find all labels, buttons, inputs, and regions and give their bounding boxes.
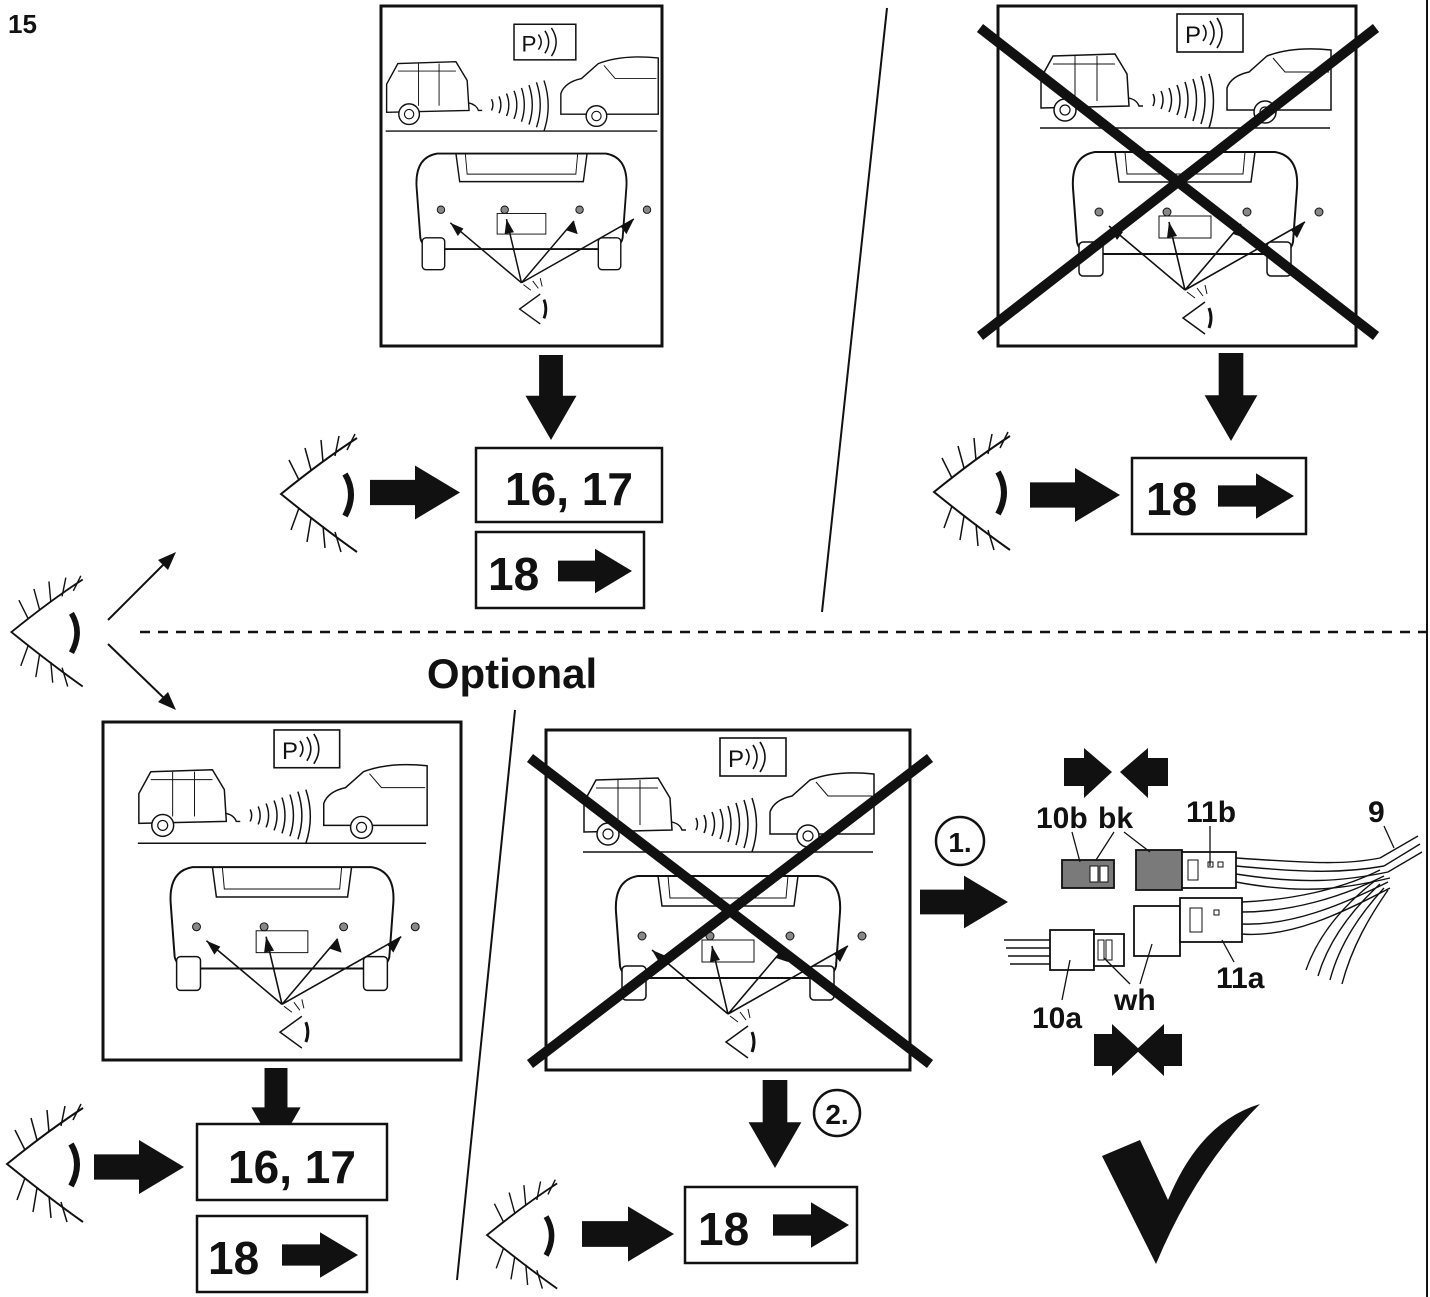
label-10b: 10b bbox=[1036, 802, 1088, 835]
label-harness: 9 bbox=[1368, 796, 1385, 829]
sequence-badge-2: 2. bbox=[814, 1090, 860, 1136]
scene-top-left bbox=[381, 6, 662, 346]
eye-icon bbox=[11, 576, 82, 687]
checkmark-icon bbox=[1102, 1104, 1260, 1264]
divider bbox=[457, 710, 515, 1280]
next-step-box: 18 bbox=[476, 532, 644, 608]
scene-bottom-left bbox=[103, 722, 461, 1060]
label-black: bk bbox=[1098, 802, 1133, 835]
eye-icon bbox=[934, 432, 1010, 550]
next-step-label: 18 bbox=[1146, 473, 1197, 525]
label-11a: 11a bbox=[1216, 962, 1265, 995]
next-step-box: 18 bbox=[197, 1216, 367, 1292]
label-10a: 10a bbox=[1032, 1002, 1082, 1035]
push-together-icon bbox=[1094, 1024, 1182, 1076]
eye-icon bbox=[7, 1104, 83, 1222]
right-arrow-icon bbox=[94, 1140, 184, 1194]
next-step-box: 18 bbox=[685, 1187, 857, 1263]
connector-10b bbox=[1062, 860, 1114, 888]
down-arrow-icon bbox=[749, 1080, 802, 1168]
down-arrow-icon bbox=[1205, 353, 1258, 441]
optional-heading: Optional bbox=[427, 650, 597, 697]
sequence-label: 2. bbox=[825, 1099, 848, 1130]
step-ref-box: 16, 17 bbox=[197, 1124, 387, 1200]
step-number: 15 bbox=[8, 9, 37, 39]
label-white: wh bbox=[1113, 984, 1156, 1017]
next-step-label: 18 bbox=[488, 548, 539, 600]
sequence-label: 1. bbox=[948, 827, 971, 858]
scene-bottom-middle-crossed bbox=[530, 730, 930, 1070]
step-ref-label: 16, 17 bbox=[228, 1141, 356, 1193]
right-arrow-icon bbox=[370, 466, 460, 520]
sequence-badge-1: 1. bbox=[936, 817, 984, 865]
next-step-box: 18 bbox=[1132, 458, 1306, 534]
right-arrow-icon bbox=[920, 876, 1008, 929]
next-step-label: 18 bbox=[208, 1232, 259, 1284]
scene-top-right-crossed bbox=[980, 6, 1376, 346]
next-step-label: 18 bbox=[698, 1203, 749, 1255]
label-11b: 11b bbox=[1186, 796, 1236, 829]
eye-icon bbox=[281, 434, 357, 552]
push-together-icon bbox=[1064, 748, 1168, 798]
step-ref-label: 16, 17 bbox=[505, 463, 633, 515]
eye-icon bbox=[487, 1180, 557, 1289]
step-ref-box: 16, 17 bbox=[476, 448, 662, 522]
divider bbox=[822, 8, 887, 612]
connector-10a bbox=[1050, 930, 1124, 970]
right-arrow-icon bbox=[1030, 468, 1120, 522]
connector-11b bbox=[1136, 850, 1236, 890]
down-arrow-icon bbox=[526, 355, 577, 440]
right-arrow-icon bbox=[582, 1206, 674, 1261]
